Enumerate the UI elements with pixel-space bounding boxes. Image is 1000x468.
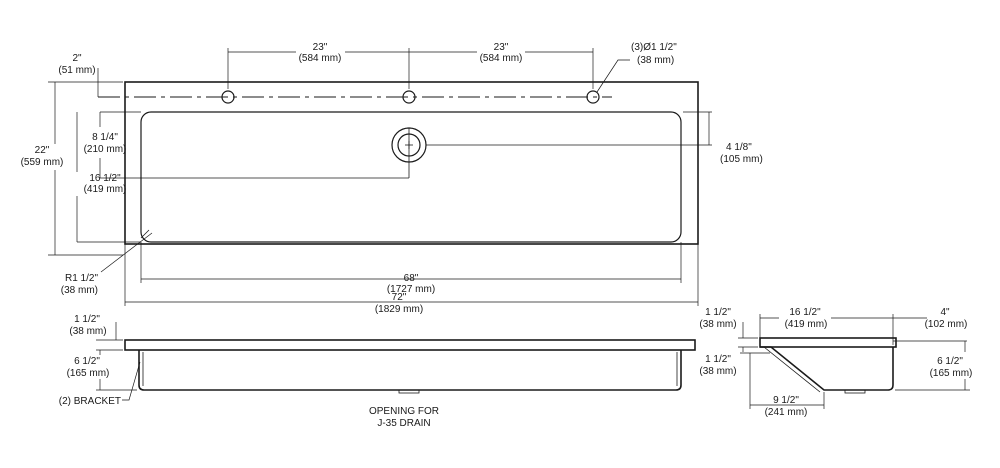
front-view-bowl [138,350,682,391]
dim-drain-from-end-mm: (105 mm) [720,154,763,165]
dim-hole-spacing-left-in: 23" [313,42,328,53]
dim-side-bottom-width-mm: (241 mm) [765,407,808,418]
dim-side-deck-in: 1 1/2" [705,307,731,318]
dim-side-bowl-height-mm: (165 mm) [930,368,973,379]
drain-note-line2: J-35 DRAIN [377,418,430,429]
dim-corner-radius-in: R1 1/2" [65,273,98,284]
dim-edge-to-hole-in: 2" [72,53,82,64]
side-view-deck [759,337,897,348]
faucet-hole-right [586,90,600,104]
dim-hole-spacing-right-mm: (584 mm) [480,53,523,64]
dim-overall-length-mm: (1829 mm) [375,304,423,315]
front-view-deck [124,339,696,351]
dim-side-back-offset-mm: (102 mm) [925,319,968,330]
dim-overall-depth-mm: (559 mm) [21,157,64,168]
dim-bowl-length-in: 68" [404,273,419,284]
dim-faucet-holes-mm: (38 mm) [637,55,674,66]
dim-edge-to-hole-mm: (51 mm) [58,65,95,76]
dim-overall-length-in: 72" [392,292,407,303]
dim-side-bowl-depth-in: 16 1/2" [789,307,821,318]
faucet-hole-left [221,90,235,104]
dim-side-bowl-height-in: 6 1/2" [937,356,963,367]
dim-drain-from-end-in: 4 1/8" [726,142,752,153]
dim-front-deck-in: 1 1/2" [74,314,100,325]
dim-side-bottom-width-in: 9 1/2" [773,395,799,406]
dim-front-deck-mm: (38 mm) [69,326,106,337]
top-view: 23" (584 mm) 23" (584 mm) (3)Ø1 1/2" (38… [21,42,763,315]
dim-side-slope-mm: (38 mm) [699,366,736,377]
faucet-hole-center [402,90,416,104]
dim-overall-depth-in: 22" [35,145,50,156]
dim-side-slope-in: 1 1/2" [705,354,731,365]
dim-corner-radius-mm: (38 mm) [61,285,98,296]
dim-drain-offset-mm: (210 mm) [84,144,127,155]
top-view-outer-outline [124,81,699,245]
dim-bowl-length-mm: (1727 mm) [387,284,435,295]
bracket-label: (2) BRACKET [59,396,121,407]
dim-side-deck-mm: (38 mm) [699,319,736,330]
dim-bowl-depth-in: 16 1/2" [89,173,121,184]
side-view-bowl [760,346,894,391]
front-view: 1 1/2" (38 mm) 6 1/2" (165 mm) (2) BRACK… [59,314,696,429]
dim-side-bowl-depth-mm: (419 mm) [785,319,828,330]
dim-faucet-holes-in: (3)Ø1 1/2" [631,42,677,53]
dim-drain-offset-in: 8 1/4" [92,132,118,143]
dim-side-back-offset-in: 4" [940,307,950,318]
dim-bowl-depth-mm: (419 mm) [84,184,127,195]
dim-front-bowl-height-mm: (165 mm) [67,368,110,379]
side-view: 16 1/2" (419 mm) 4" (102 mm) 1 1/2" (38 … [699,307,972,418]
dim-hole-spacing-right-in: 23" [494,42,509,53]
top-view-bowl-outline [140,111,682,243]
dim-hole-spacing-left-mm: (584 mm) [299,53,342,64]
front-view-drain-opening [398,389,420,394]
dim-front-bowl-height-in: 6 1/2" [74,356,100,367]
drain-note-line1: OPENING FOR [369,406,439,417]
